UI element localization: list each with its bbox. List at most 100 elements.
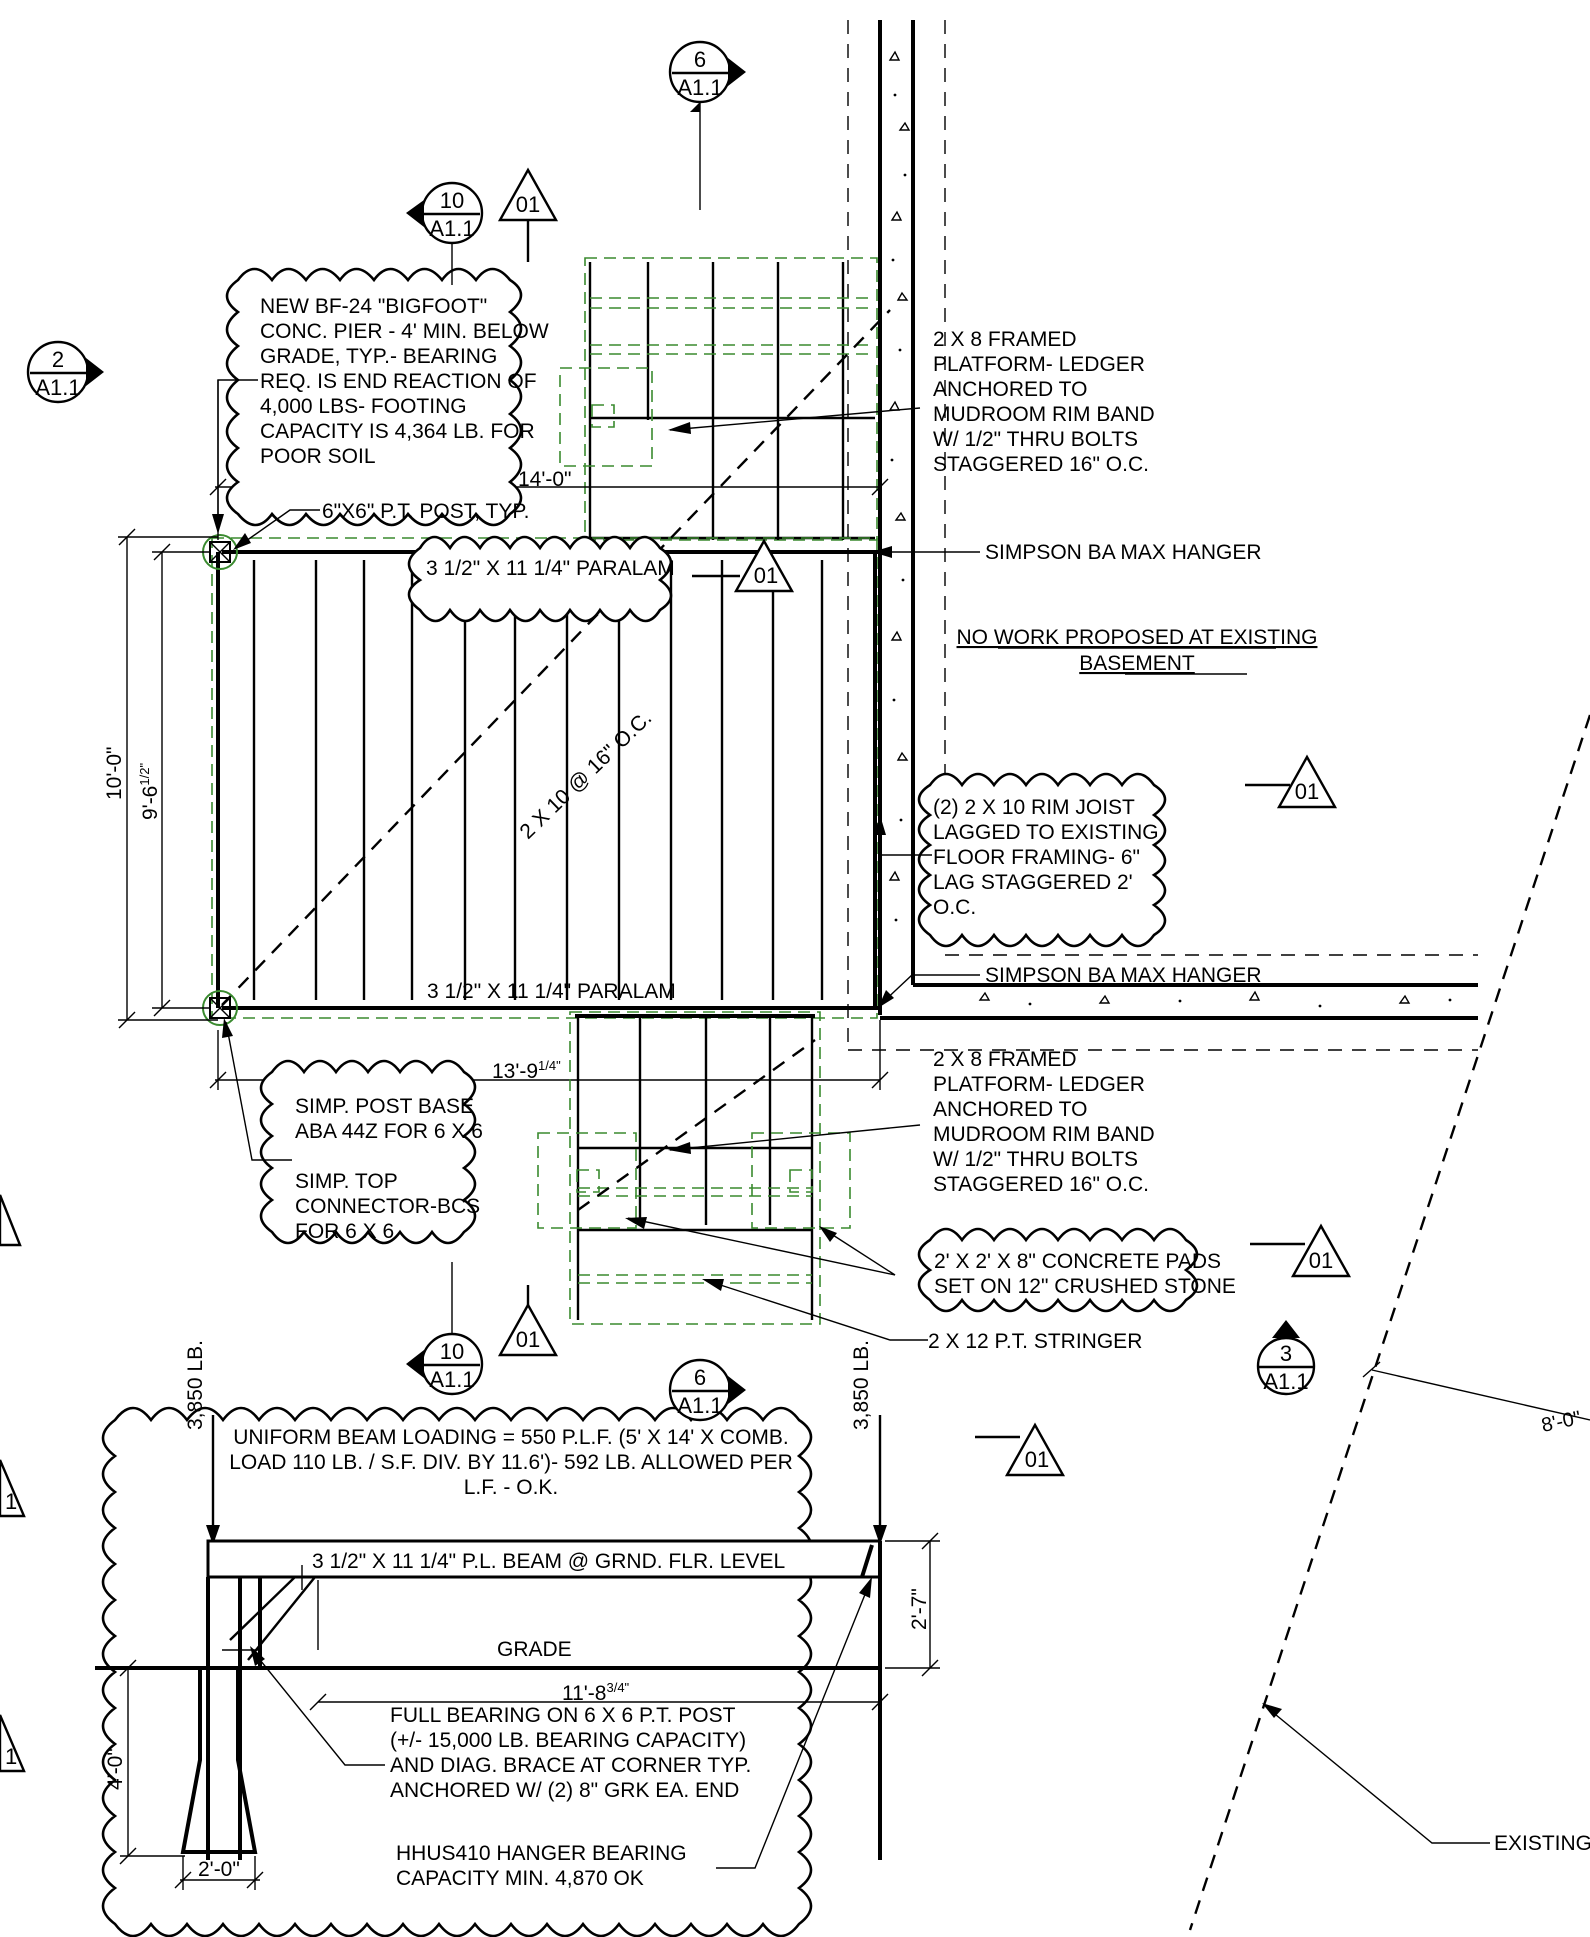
svg-text:SIMP. POST BASE: SIMP. POST BASE (295, 1095, 474, 1118)
joists-label: 2 X 10 @ 16" O.C. (515, 707, 656, 844)
svg-text:ANCHORED W/ (2) 8" GRK EA. END: ANCHORED W/ (2) 8" GRK EA. END (390, 1779, 739, 1802)
lower-stair (537, 1011, 921, 1325)
svg-text:L.F. - O.K.: L.F. - O.K. (464, 1476, 559, 1499)
svg-text:SIMP. TOP: SIMP. TOP (295, 1170, 398, 1193)
svg-text:1: 1 (5, 1489, 17, 1514)
svg-text:6: 6 (694, 47, 706, 72)
section-marker-3: 3 A1.1 (1256, 1320, 1316, 1396)
pads-leaders: 2 X 12 P.T. STRINGER (625, 1217, 1142, 1353)
upper-platform (559, 257, 921, 541)
svg-text:01: 01 (1309, 1248, 1333, 1273)
svg-text:2 X 8 FRAMED: 2 X 8 FRAMED (933, 328, 1077, 351)
dim-pier-width: 2'-0" (198, 1858, 240, 1881)
revision-tag-5: 01 (497, 1285, 559, 1357)
svg-text:W/ 1/2" THRU BOLTS: W/ 1/2" THRU BOLTS (933, 428, 1138, 451)
svg-text:CONNECTOR-BCS: CONNECTOR-BCS (295, 1195, 480, 1218)
svg-text:4,000 LBS- FOOTING: 4,000 LBS- FOOTING (260, 395, 467, 418)
svg-text:NEW BF-24 "BIGFOOT": NEW BF-24 "BIGFOOT" (260, 295, 487, 318)
edge-tag-top (0, 1194, 22, 1247)
existing-diagonal: 8'-0" EXISTING (1188, 714, 1590, 1931)
svg-text:ANCHORED TO: ANCHORED TO (933, 1098, 1087, 1121)
revision-tag-3: 01 (1245, 754, 1338, 809)
pads-cloud: 2' X 2' X 8" CONCRETE PADS SET ON 12" CR… (917, 1227, 1236, 1313)
section-marker-2-left: 2 A1.1 (26, 340, 104, 404)
svg-text:10: 10 (440, 188, 464, 213)
svg-text:01: 01 (1295, 779, 1319, 804)
svg-text:POOR SOIL: POOR SOIL (260, 445, 376, 468)
dim-beam-span: 11'-83/4" (562, 1680, 630, 1705)
svg-text:ABA 44Z FOR 6 X 6: ABA 44Z FOR 6 X 6 (295, 1120, 483, 1143)
no-work-note: NO WORK PROPOSED AT EXISTING BASEMENT (957, 626, 1318, 675)
svg-text:A1.1: A1.1 (1263, 1369, 1308, 1394)
section-marker-6-top: 6 A1.1 (668, 40, 746, 210)
svg-text:GRADE, TYP.- BEARING: GRADE, TYP.- BEARING (260, 345, 497, 368)
post-base-cloud: SIMP. POST BASE ABA 44Z FOR 6 X 6 SIMP. … (222, 1018, 483, 1360)
revision-tag-1: 01 (497, 167, 559, 262)
section-marker-10-top: 10 A1.1 (406, 181, 484, 285)
stringer-label: 2 X 12 P.T. STRINGER (928, 1330, 1142, 1353)
svg-text:6: 6 (694, 1365, 706, 1390)
svg-text:PLATFORM- LEDGER: PLATFORM- LEDGER (933, 1073, 1145, 1096)
svg-text:REQ. IS END REACTION OF: REQ. IS END REACTION OF (260, 370, 537, 393)
svg-text:01: 01 (516, 1327, 540, 1352)
revision-tag-6: 01 (975, 1422, 1066, 1477)
plan-dimensions: 14'-0" 13'-91/4" 10'-0" 9'-61/2" (103, 380, 889, 1090)
hanger-top-label: SIMPSON BA MAX HANGER (985, 541, 1262, 564)
load-right: 3,850 LB. (850, 1340, 873, 1430)
svg-text:01: 01 (754, 563, 778, 588)
post-note: 6"X6" P.T. POST, TYP. (233, 500, 530, 550)
dim-bottom-width: 13'-91/4" (492, 1058, 561, 1083)
svg-text:STAGGERED 16" O.C.: STAGGERED 16" O.C. (933, 1173, 1149, 1196)
revision-tag-4: 01 (1250, 1223, 1352, 1278)
svg-text:ANCHORED TO: ANCHORED TO (933, 378, 1087, 401)
dim-beam-height: 2'-7" (908, 1588, 931, 1630)
rim-joist-cloud: (2) 2 X 10 RIM JOIST LAGGED TO EXISTING … (874, 772, 1167, 948)
dim-overall-height: 10'-0" (103, 747, 126, 801)
paralam-cloud: 3 1/2" X 11 1/4" PARALAM (407, 535, 675, 623)
ledger-top-note: 2 X 8 FRAMED PLATFORM- LEDGER ANCHORED T… (933, 328, 1155, 476)
section-marker-6-bottom: 6 A1.1 (668, 1358, 746, 1422)
svg-text:PLATFORM- LEDGER: PLATFORM- LEDGER (933, 353, 1145, 376)
svg-text:SET ON 12" CRUSHED STONE: SET ON 12" CRUSHED STONE (934, 1275, 1236, 1298)
svg-text:10: 10 (440, 1339, 464, 1364)
beam-section-label: 3 1/2" X 11 1/4" P.L. BEAM @ GRND. FLR. … (312, 1550, 785, 1573)
svg-text:2 X 8 FRAMED: 2 X 8 FRAMED (933, 1048, 1077, 1071)
hanger-bottom-label: SIMPSON BA MAX HANGER (985, 964, 1262, 987)
svg-text:STAGGERED 16" O.C.: STAGGERED 16" O.C. (933, 453, 1149, 476)
grade-label: GRADE (497, 1638, 572, 1661)
note-existing: EXISTING (1494, 1832, 1590, 1855)
svg-text:HHUS410 HANGER BEARING: HHUS410 HANGER BEARING (396, 1842, 687, 1865)
svg-text:FLOOR FRAMING- 6": FLOOR FRAMING- 6" (933, 846, 1140, 869)
svg-text:2' X 2' X 8" CONCRETE PADS: 2' X 2' X 8" CONCRETE PADS (934, 1250, 1221, 1273)
svg-text:CAPACITY IS 4,364 LB. FOR: CAPACITY IS 4,364 LB. FOR (260, 420, 535, 443)
svg-text:MUDROOM RIM BAND: MUDROOM RIM BAND (933, 403, 1155, 426)
svg-text:LOAD 110 LB. / S.F. DIV. BY 11: LOAD 110 LB. / S.F. DIV. BY 11.6')- 592 … (229, 1451, 793, 1474)
svg-text:UNIFORM BEAM LOADING = 550 P.L: UNIFORM BEAM LOADING = 550 P.L.F. (5' X … (233, 1426, 789, 1449)
svg-text:AND DIAG. BRACE AT CORNER TYP.: AND DIAG. BRACE AT CORNER TYP. (390, 1754, 751, 1777)
pier-note-cloud: NEW BF-24 "BIGFOOT" CONC. PIER - 4' MIN.… (212, 267, 549, 534)
svg-text:CAPACITY MIN. 4,870 OK: CAPACITY MIN. 4,870 OK (396, 1867, 644, 1890)
svg-text:A1.1: A1.1 (677, 1393, 722, 1418)
dim-pier-depth: 4'-0" (104, 1748, 127, 1790)
dim-inner-height: 9'-61/2" (137, 763, 162, 820)
paralam-bottom-label: 3 1/2" X 11 1/4" PARALAM (427, 980, 676, 1003)
edge-tag-bottom: 1 (0, 1714, 26, 1773)
svg-text:(+/- 15,000 LB. BEARING CAPACI: (+/- 15,000 LB. BEARING CAPACITY) (390, 1729, 746, 1752)
svg-text:CONC. PIER - 4' MIN. BELOW: CONC. PIER - 4' MIN. BELOW (260, 320, 549, 343)
svg-text:1: 1 (5, 1744, 17, 1769)
svg-text:O.C.: O.C. (933, 896, 976, 919)
svg-text:A1.1: A1.1 (35, 375, 80, 400)
post-label: 6"X6" P.T. POST, TYP. (322, 500, 530, 523)
svg-text:MUDROOM RIM BAND: MUDROOM RIM BAND (933, 1123, 1155, 1146)
section-marker-10-bottom: 10 A1.1 (406, 1332, 484, 1396)
svg-text:A1.1: A1.1 (677, 75, 722, 100)
svg-text:A1.1: A1.1 (429, 1367, 474, 1392)
ledger-bottom-note: 2 X 8 FRAMED PLATFORM- LEDGER ANCHORED T… (933, 1048, 1155, 1196)
svg-text:LAGGED TO EXISTING: LAGGED TO EXISTING (933, 821, 1159, 844)
svg-text:(2) 2 X 10 RIM JOIST: (2) 2 X 10 RIM JOIST (933, 796, 1135, 819)
hanger-leaders: SIMPSON BA MAX HANGER SIMPSON BA MAX HAN… (872, 541, 1262, 1008)
svg-text:FULL BEARING ON 6 X 6 P.T. POS: FULL BEARING ON 6 X 6 P.T. POST (390, 1704, 736, 1727)
svg-text:3: 3 (1280, 1341, 1292, 1366)
svg-text:W/ 1/2" THRU BOLTS: W/ 1/2" THRU BOLTS (933, 1148, 1138, 1171)
